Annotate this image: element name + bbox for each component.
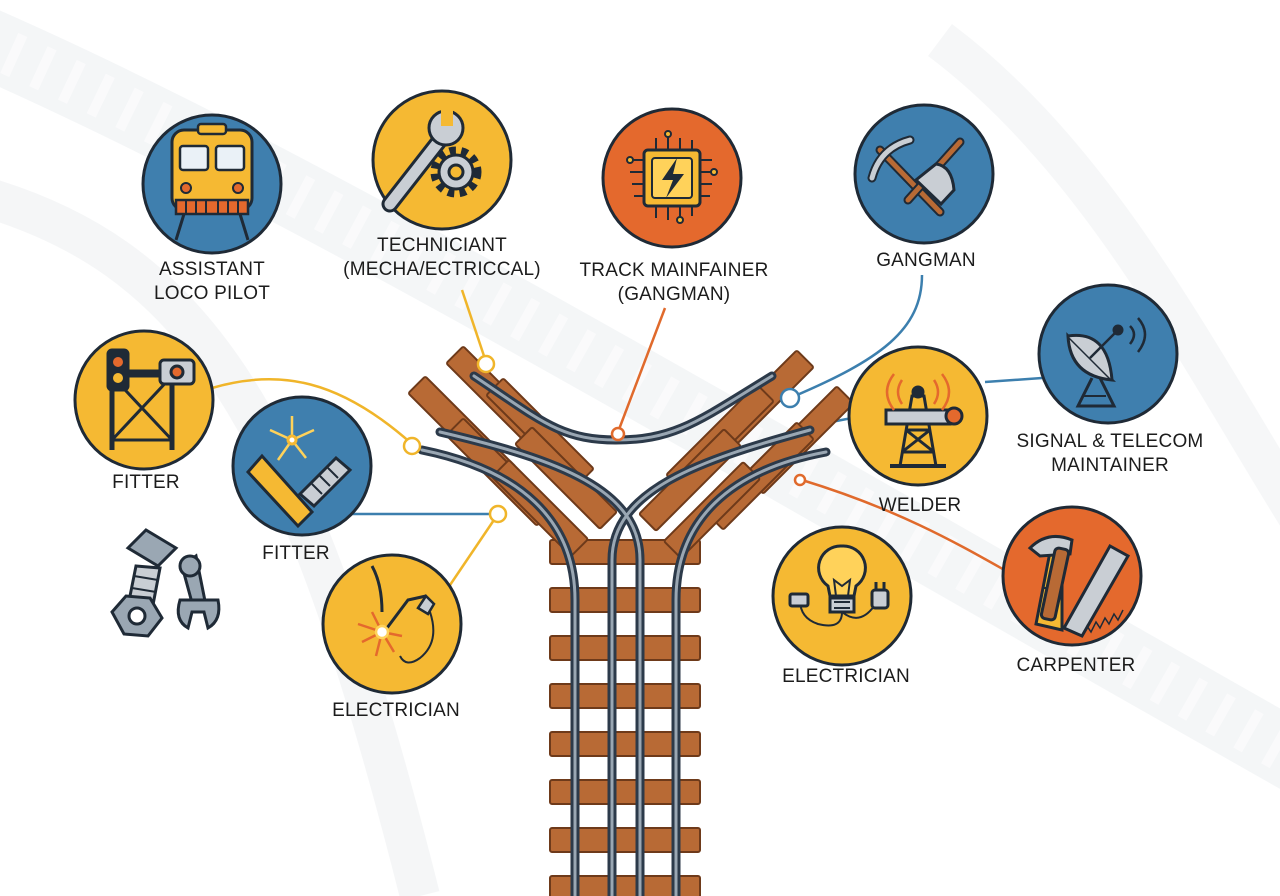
track-maintainer-badge <box>601 107 743 249</box>
fitter-1-badge <box>73 329 215 471</box>
electrician-1-badge <box>321 553 463 695</box>
connector-carpenter <box>801 478 1009 574</box>
light-bulb-plug-icon <box>788 544 890 627</box>
label-gangman: GANGMAN <box>876 250 976 271</box>
electrician-2-badge <box>771 525 913 667</box>
connector-signal-telecom <box>984 376 1043 384</box>
label-electrician-1: ELECTRICIAN <box>332 700 460 721</box>
connector-fitter-1 <box>211 377 413 445</box>
technician-badge <box>371 89 513 231</box>
hammer-saw-icon <box>1027 534 1131 638</box>
fitter-2-badge <box>231 395 373 537</box>
signal-tower-icon <box>884 373 964 468</box>
carpenter-badge <box>1001 505 1143 647</box>
connector-endpoints <box>402 354 807 524</box>
wrench-gear-icon <box>381 108 482 213</box>
label-fitter-1: FITTER <box>112 472 180 493</box>
pickaxe-shovel-icon <box>867 135 965 217</box>
connector-technician <box>460 289 488 363</box>
signal-gantry-icon <box>106 348 196 450</box>
signal-telecom-maintainer-badge <box>1037 283 1179 425</box>
wrench-icon <box>176 553 221 631</box>
label-track-maintainer: TRACK MAINFAINER(GANGMAN) <box>579 260 769 305</box>
connector-gangman <box>789 274 924 400</box>
bolt-nut-icon <box>110 528 179 638</box>
label-electrician-2: ELECTRICIAN <box>782 666 910 687</box>
satellite-dish-icon <box>1066 317 1147 408</box>
label-welder: WELDER <box>878 495 962 516</box>
bolt-spark-icon <box>245 416 353 529</box>
welding-torch-icon <box>357 565 436 664</box>
label-carpenter: CARPENTER <box>1016 655 1136 676</box>
locomotive-icon <box>170 122 254 241</box>
welder-badge <box>847 345 989 487</box>
label-technician: TECHNICIANT(MECHA/ECTRICCAL) <box>343 235 541 280</box>
gangman-badge <box>853 103 995 245</box>
label-fitter-2: FITTER <box>262 543 330 564</box>
circuit-chip-icon <box>626 130 718 224</box>
connector-track-maintainer <box>616 307 667 433</box>
railway-junction <box>408 346 854 896</box>
connector-electrician-1 <box>446 513 500 589</box>
assistant-loco-pilot-badge <box>141 113 283 255</box>
